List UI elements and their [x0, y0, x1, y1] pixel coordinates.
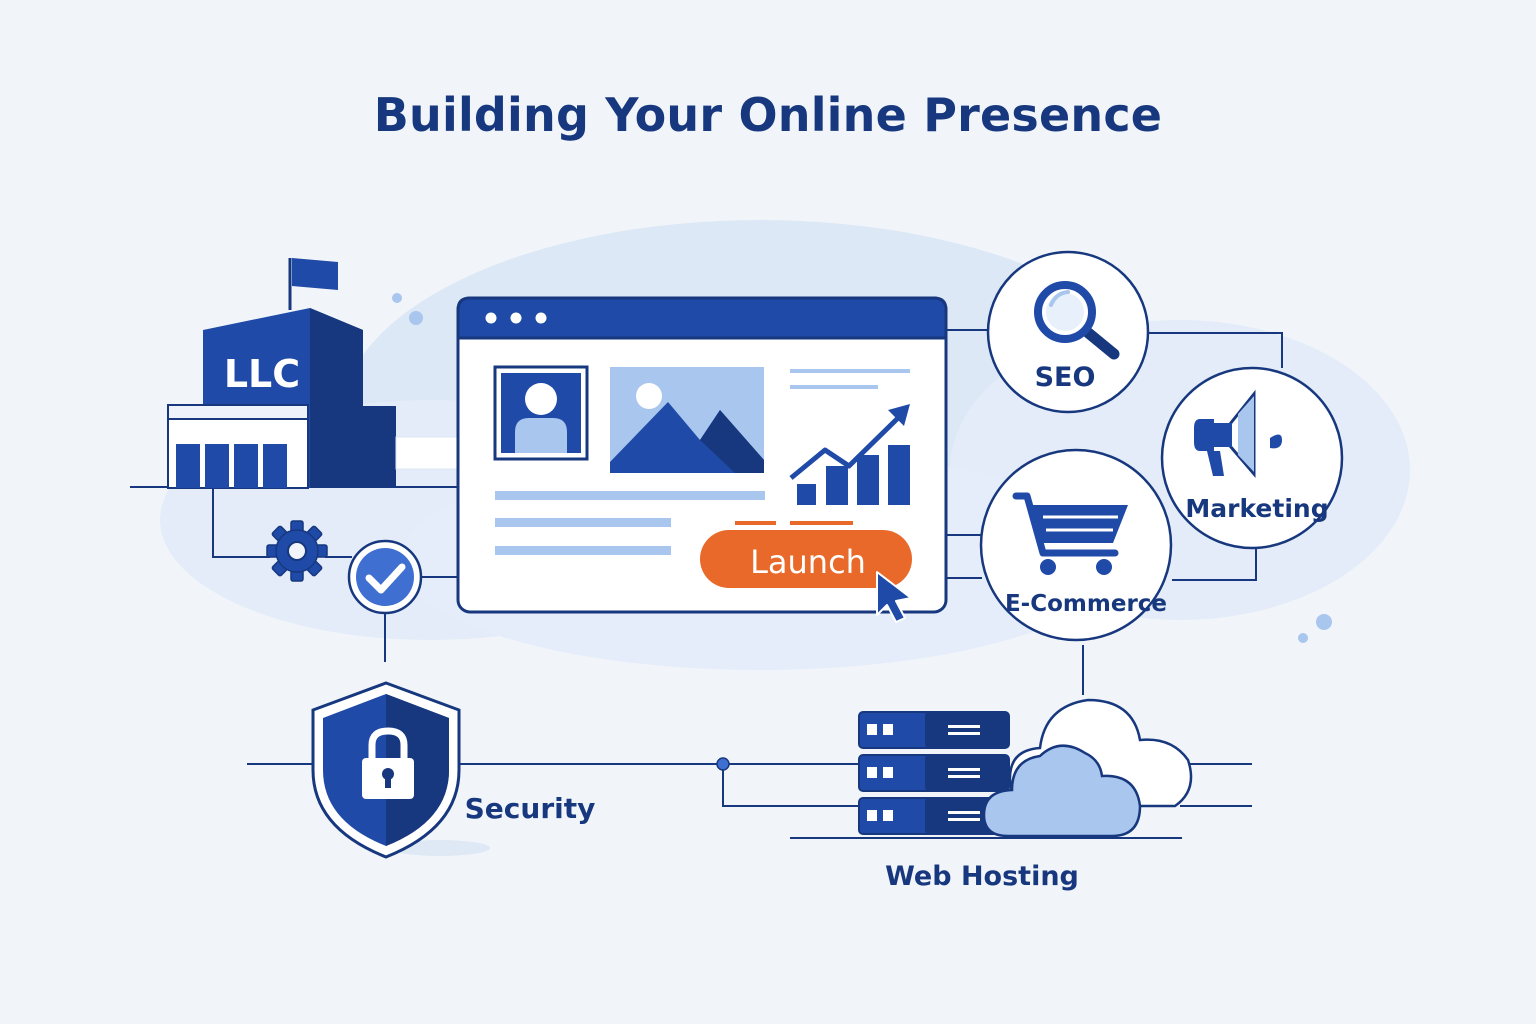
window-control-dots: [485, 312, 547, 324]
gear-icon: [266, 520, 328, 582]
llc-building-icon: [167, 258, 459, 489]
launch-button[interactable]: Launch: [700, 530, 912, 588]
hosting-label: Web Hosting: [885, 861, 1079, 892]
check-icon: [347, 539, 423, 615]
lock-icon: [362, 727, 414, 799]
seo-label: SEO: [1035, 362, 1096, 393]
user-profile-icon: [493, 365, 589, 461]
security-label: Security: [465, 792, 596, 825]
marketing-label: Marketing: [1185, 494, 1328, 523]
llc-sign: LLC: [224, 352, 300, 396]
image-placeholder-icon: [610, 367, 764, 473]
ecommerce-badge: E-Commerce: [979, 448, 1173, 642]
connector-node: [716, 757, 730, 771]
magnifier-icon: [1034, 281, 1120, 360]
text-lines: [495, 369, 910, 555]
shopping-cart-icon: [1012, 492, 1128, 575]
megaphone-icon: [1194, 389, 1282, 479]
marketing-badge: Marketing: [1160, 366, 1344, 550]
growth-chart-icon: [789, 404, 910, 505]
page-title: Building Your Online Presence: [373, 88, 1163, 142]
cursor-icon: [876, 571, 912, 623]
ecommerce-label: E-Commerce: [1005, 591, 1167, 617]
launch-button-label: Launch: [750, 543, 866, 581]
cloud-icon: [982, 698, 1193, 838]
seo-badge: SEO: [986, 250, 1150, 414]
